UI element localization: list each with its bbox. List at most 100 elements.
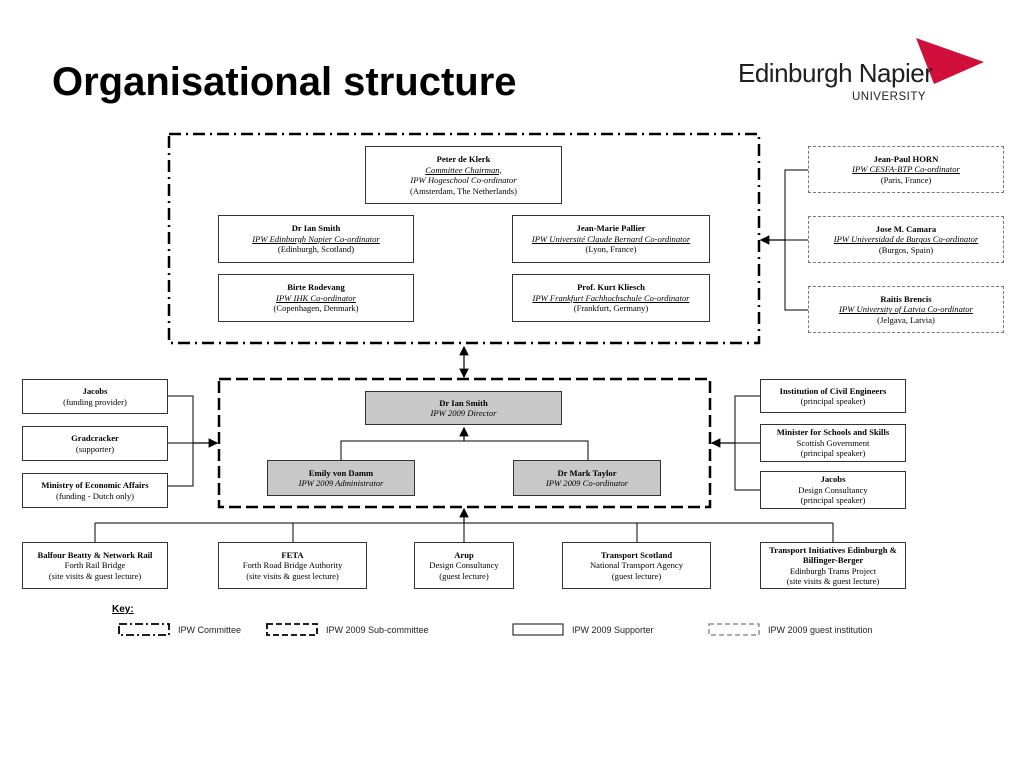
director-role: IPW 2009 Director [430,408,497,418]
guest-name: Jean-Paul HORN [873,153,939,164]
supporter-name: Minister for Schools and Skills [776,427,890,438]
supporter-box: Transport Initiatives Edinburgh & Bilfin… [760,542,906,589]
guest-institution-box: Raitis Brencis IPW University of Latvia … [808,286,1004,333]
coordinator-role: IPW 2009 Co-ordinator [545,478,629,488]
committee-member-box: Birte Rodevang IPW IHK Co-ordinator (Cop… [218,274,414,322]
director-box: Dr Ian Smith IPW 2009 Director [365,391,562,425]
guest-location: (Jelgava, Latvia) [877,314,935,325]
member-role: IPW Frankfurt Fachhochschule Co-ordinato… [532,292,690,303]
committee-chair-box: Peter de Klerk Committee Chairman, IPW H… [365,146,562,204]
key-guest-symbol [708,623,760,636]
key-label-subcommittee: IPW 2009 Sub-committee [326,625,429,635]
supporter-desc: (funding provider) [63,396,127,407]
member-name: Birte Rodevang [287,282,345,293]
supporter-desc: Edinburgh Trams Project [789,565,877,576]
guest-role: IPW CESFA-BTP Co-ordinator [852,164,960,175]
committee-member-box: Jean-Marie Pallier IPW Université Claude… [512,215,710,263]
member-location: (Edinburgh, Scotland) [277,244,355,255]
supporter-name: Ministry of Economic Affairs [41,480,149,490]
director-name: Dr Ian Smith [439,397,488,408]
chair-role: Committee Chairman, [425,164,502,175]
supporter-name: Balfour Beatty & Network Rail [37,549,153,560]
guest-name: Jose M. Camara [875,223,937,234]
supporter-desc: (guest lecture) [611,570,662,581]
supporter-name: Institution of Civil Engineers [779,385,887,396]
supporter-desc: (principal speaker) [800,396,866,406]
member-location: (Lyon, France) [585,244,637,255]
guest-name: Raitis Brencis [880,293,932,304]
administrator-box: Emily von Damm IPW 2009 Administrator [267,460,415,496]
key-label-guest: IPW 2009 guest institution [768,625,873,635]
chair-location: (Amsterdam, The Netherlands) [410,185,517,196]
guest-institution-box: Jose M. Camara IPW Universidad de Burgos… [808,216,1004,263]
administrator-role: IPW 2009 Administrator [298,478,384,488]
supporter-name: Arup [454,549,474,560]
supporter-desc: (principal speaker) [800,495,866,506]
supporter-desc: (supporter) [75,443,115,454]
supporter-desc: (site visits & guest lecture) [786,576,880,586]
supporter-desc: (site visits & guest lecture) [48,570,142,581]
key-label-committee: IPW Committee [178,625,242,635]
supporter-box: Jacobs Design Consultancy (principal spe… [760,471,906,509]
supporter-box: Jacobs (funding provider) [22,379,168,414]
supporter-name: Gradcracker [71,433,119,443]
supporter-box: Minister for Schools and Skills Scottish… [760,424,906,462]
coordinator-name: Dr Mark Taylor [557,467,617,478]
supporter-box: Ministry of Economic Affairs (funding - … [22,473,168,508]
supporter-desc: Forth Rail Bridge [64,560,126,571]
supporter-desc: Forth Road Bridge Authority [242,560,343,571]
member-location: (Frankfurt, Germany) [573,303,649,314]
supporter-box: Transport Scotland National Transport Ag… [562,542,711,589]
supporter-name: Bilfinger-Berger [802,555,864,565]
supporter-desc: Design Consultancy [429,560,499,571]
guest-institution-box: Jean-Paul HORN IPW CESFA-BTP Co-ordinato… [808,146,1004,193]
supporter-box: Balfour Beatty & Network Rail Forth Rail… [22,542,168,589]
key-subcommittee-symbol [266,623,318,636]
member-role: IPW Université Claude Bernard Co-ordinat… [531,233,691,244]
page-title: Organisational structure [52,60,517,104]
guest-location: (Burgos, Spain) [878,244,934,255]
member-role: IPW IHK Co-ordinator [276,292,356,303]
member-name: Dr Ian Smith [291,223,341,234]
guest-role: IPW University of Latvia Co-ordinator [839,304,973,315]
committee-region [167,132,761,345]
supporter-box: Institution of Civil Engineers (principa… [760,379,906,413]
supporter-box: Gradcracker (supporter) [22,426,168,461]
supporter-name: FETA [281,549,304,560]
supporter-box: FETA Forth Road Bridge Authority (site v… [218,542,367,589]
member-role: IPW Edinburgh Napier Co-ordinator [252,233,380,244]
key-title: Key: [112,604,134,615]
logo-triangle-icon [916,38,984,84]
supporter-name: Jacobs [82,386,108,396]
logo-name: Edinburgh Napier [738,58,933,88]
administrator-name: Emily von Damm [308,467,374,478]
supporter-desc: (funding - Dutch only) [55,490,135,501]
member-name: Prof. Kurt Kliesch [577,282,645,293]
committee-member-box: Prof. Kurt Kliesch IPW Frankfurt Fachhoc… [512,274,710,322]
guest-role: IPW Universidad de Burgos Co-ordinator [833,234,979,245]
university-logo: Edinburgh Napier UNIVERSITY [736,38,996,104]
key-label-supporter: IPW 2009 Supporter [572,625,654,635]
supporter-desc: National Transport Agency [589,560,684,571]
supporter-desc: (guest lecture) [439,570,489,581]
member-name: Jean-Marie Pallier [576,223,646,234]
supporter-box: Arup Design Consultancy (guest lecture) [414,542,514,589]
supporter-name: Transport Initiatives Edinburgh & [769,544,897,555]
key-committee-symbol [118,623,170,636]
subcommittee-region [217,377,712,509]
logo-subtitle: UNIVERSITY [852,91,927,103]
supporter-desc: Scottish Government [796,437,870,448]
supporter-desc: (site visits & guest lecture) [246,570,339,581]
chair-name: Peter de Klerk [436,154,491,164]
coordinator-box: Dr Mark Taylor IPW 2009 Co-ordinator [513,460,661,496]
supporter-desc: Design Consultancy [798,484,868,495]
guest-location: (Paris, France) [880,174,932,185]
supporter-name: Jacobs [820,474,846,485]
member-location: (Copenhagen, Denmark) [273,303,359,314]
key-supporter-symbol [512,623,564,636]
committee-member-box: Dr Ian Smith IPW Edinburgh Napier Co-ord… [218,215,414,263]
supporter-name: Transport Scotland [600,549,673,560]
chair-role-2: IPW Hogeschool Co-ordinator [410,175,517,185]
supporter-desc: (principal speaker) [800,448,866,459]
